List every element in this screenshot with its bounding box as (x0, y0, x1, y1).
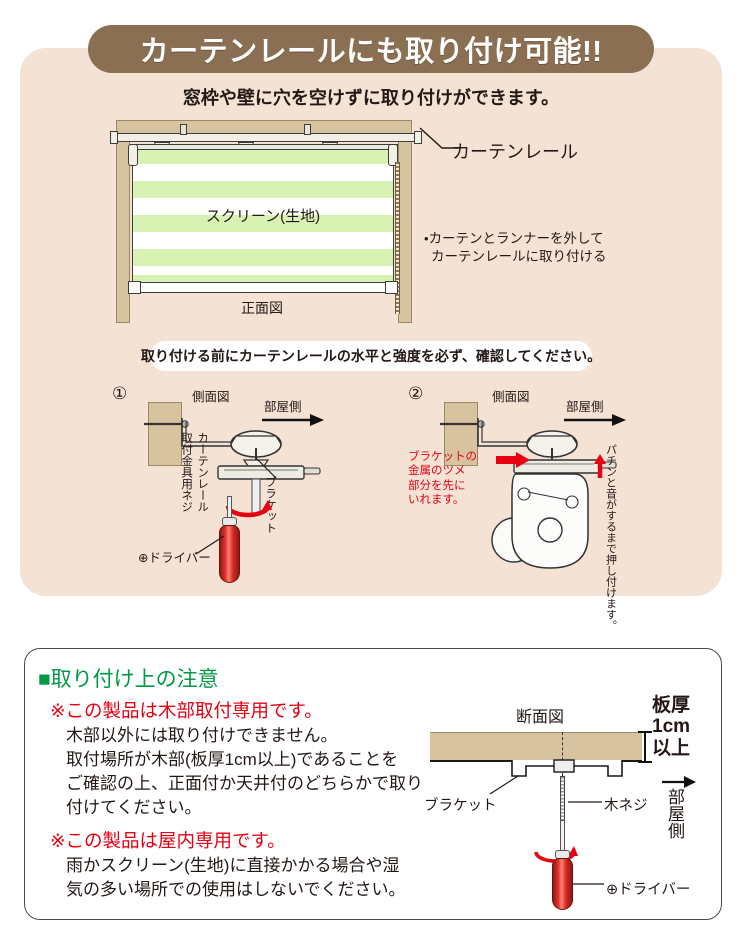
screen-stripe (133, 147, 393, 164)
step-1-side-view-label: 側面図 (192, 390, 230, 404)
bottom-weight-bar (130, 282, 398, 293)
step-1-screwdriver-handle (219, 525, 240, 583)
roller-end-cap-right (388, 144, 398, 166)
notice-item-2-title: ※この製品は屋内専用です。 (50, 830, 286, 851)
step-2-arrow-left (496, 452, 530, 468)
screen-label: スクリーン(生地) (205, 208, 321, 225)
cross-section-diagram: 断面図 板厚 1cm 以上 部屋側 ブラケット 木ネジ (424, 690, 722, 915)
cross-section-room-side-label: 部屋側 (665, 788, 684, 839)
step-1-number: ① (112, 384, 128, 403)
rail-end-cap-left (110, 131, 118, 144)
step-2-room-side-label: 部屋側 (566, 400, 604, 414)
notice-item-1-body: 木部以外には取り付けできません。 取付場所が木部(板厚1cm以上)であることを … (66, 726, 423, 818)
cross-section-center-line (562, 732, 563, 776)
front-view-note-line2: カーテンレールに取り付ける (431, 249, 607, 265)
cross-section-title: 断面図 (516, 709, 565, 726)
window-jamb-right (398, 140, 412, 323)
front-view-caption: 正面図 (241, 300, 283, 316)
step-2-note-left: ブラケットの 金属のツメ 部分を先に いれます。 (408, 450, 477, 508)
step-1-diagram: ① 側面図 部屋側 取付金具用ネ (112, 384, 392, 589)
operation-chain (395, 162, 400, 314)
rail-leader-line (419, 127, 460, 149)
warning-bar-text: 取り付ける前にカーテンレールの水平と強度を必ず、確認してください。 (140, 348, 602, 364)
cross-section-screwdriver-handle (552, 858, 573, 910)
screen-stripe (133, 249, 393, 266)
cross-section-room-side-arrow (662, 776, 696, 788)
notice-item-1-title: ※この製品は木部取付専用です。 (50, 700, 323, 721)
title-banner-text: カーテンレールにも取り付け可能!! (139, 36, 603, 68)
title-banner: カーテンレールにも取り付け可能!! (88, 25, 654, 73)
bullet-icon: • (424, 231, 429, 246)
window-jamb-left (116, 140, 130, 323)
cross-section-bracket-leader (489, 775, 519, 795)
step-1-room-side-arrow (262, 414, 324, 426)
cross-section-label-bracket: ブラケット (424, 798, 497, 814)
wood-screw (560, 776, 565, 822)
front-view-diagram: スクリーン(生地) 正面図 (110, 118, 432, 323)
step-2-arrow-right (594, 454, 606, 478)
notice-heading: ■取り付け上の注意 (38, 668, 219, 691)
front-view-note: •カーテンとランナーを外して カーテンレールに取り付ける (424, 230, 607, 266)
step-1-label-driver: ⊕ドライバー (138, 551, 211, 565)
step-2-note-left-line2: 金属のツメ (408, 465, 466, 478)
cross-section-driver-leader (572, 883, 604, 885)
cross-section-board (430, 732, 642, 762)
step-1-rail-assembly (144, 418, 321, 516)
rail-bracket-tab (180, 124, 187, 135)
step-2-side-view-label: 側面図 (492, 390, 530, 404)
cross-section-screwdriver-shaft (560, 820, 565, 852)
notice-item-2-body: 雨かスクリーン(生地)に直接かかる場合や湿 気の多い場所での使用はしないでくださ… (66, 856, 406, 900)
cross-section-woodscrew-leader (568, 801, 602, 803)
step-2-note-left-line4: いれます。 (408, 494, 465, 507)
step-1-label-rail: カーテンレール (196, 432, 209, 513)
subtitle-text: 窓枠や壁に穴を空けずに取り付けができます。 (182, 88, 560, 108)
step-1-room-side-label: 部屋側 (264, 400, 302, 414)
step-2-roller-body (491, 473, 589, 569)
curtain-rail (112, 133, 420, 142)
step-2-note-left-line1: ブラケットの (408, 451, 477, 463)
step-2-room-side-arrow (564, 414, 626, 426)
screen-stripe (133, 275, 393, 285)
rail-end-cap-right (414, 131, 422, 144)
step-2-diagram: ② 側面図 部屋側 (408, 384, 680, 631)
warning-bar: 取り付ける前にカーテンレールの水平と強度を必ず、確認してください。 (141, 341, 601, 371)
roller-tube (130, 144, 398, 150)
cross-section-label-driver: ⊕ドライバー (606, 882, 691, 898)
step-1-label-screw: 取付金具用ネジ (180, 432, 193, 513)
screen-stripe (133, 181, 393, 198)
step-2-rail-assembly (440, 418, 617, 474)
weight-bar-cap-left (128, 281, 141, 294)
cross-section-label-woodscrew: 木ネジ (604, 798, 648, 814)
step-1-driver-leader (195, 535, 225, 555)
step-2-note-right: パチンと音がするまで押し付けます。 (604, 444, 617, 631)
notice-box (24, 648, 722, 920)
curtain-rail-label: カーテンレール (452, 142, 578, 162)
thickness-label: 板厚 1cm 以上 (652, 695, 691, 759)
roller-end-cap-left (128, 144, 138, 166)
step-1-label-bracket: ブラケット (264, 476, 277, 534)
step-2-number: ② (408, 384, 424, 403)
rail-bracket-tab (304, 124, 311, 135)
thickness-dimension-marker (638, 731, 652, 763)
step-1-bracket-leader (255, 457, 277, 479)
front-view-note-line1: カーテンとランナーを外して (428, 231, 604, 246)
screen-stripe (133, 215, 393, 232)
cross-section-bracket-shape (511, 759, 623, 777)
roller-screen: スクリーン(生地) (132, 146, 394, 286)
step-2-note-left-line3: 部分を先に (408, 479, 466, 492)
weight-bar-cap-right (385, 281, 398, 294)
